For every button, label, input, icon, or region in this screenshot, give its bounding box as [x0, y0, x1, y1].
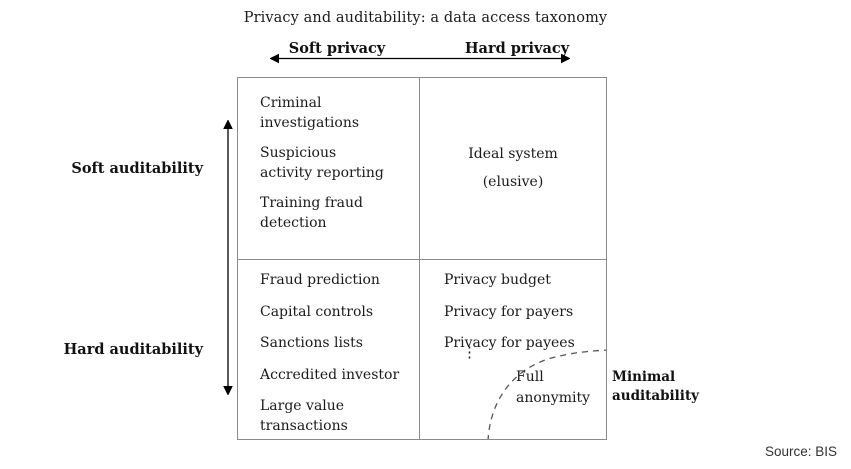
row-header-soft-auditability: Soft auditability: [71, 160, 203, 177]
ideal-system-label: Ideal system: [468, 146, 558, 162]
minimal-auditability-annotation: Minimal auditability: [612, 369, 700, 404]
quadrant-soft-privacy-hard-auditability: Fraud prediction Capital controls Sancti…: [238, 261, 419, 439]
taxonomy-matrix: Criminal investigations Suspicious activ…: [237, 77, 607, 440]
column-header-hard-privacy: Hard privacy: [464, 40, 570, 57]
list-item: Privacy budget: [444, 272, 551, 288]
quadrant-hard-privacy-soft-auditability: Ideal system (elusive): [420, 78, 606, 259]
matrix-divider-horizontal: [238, 259, 606, 261]
matrix-divider-vertical: [419, 78, 421, 439]
list-item: Privacy for payers: [444, 303, 574, 320]
list-item: Criminal investigations: [260, 95, 360, 131]
list-item: Training fraud detection: [260, 195, 363, 231]
list-item: Privacy for payees: [444, 335, 575, 351]
vertical-axis-arrow-icon: [223, 120, 233, 395]
list-item: Sanctions lists: [260, 335, 363, 351]
source-note: Source: BIS: [764, 444, 837, 459]
list-item: Fraud prediction: [260, 272, 380, 288]
row-header-hard-auditability: Hard auditability: [63, 341, 203, 358]
list-item: Suspicious activity reporting: [260, 145, 384, 181]
list-item: Capital controls: [260, 303, 374, 320]
ideal-system-block: Ideal system (elusive): [420, 140, 606, 196]
page-title: Privacy and auditability: a data access …: [243, 10, 608, 26]
column-header-soft-privacy: Soft privacy: [288, 40, 386, 57]
item-list: Criminal investigations Suspicious activ…: [260, 94, 384, 233]
quadrant-hard-privacy-hard-auditability: Privacy budget Privacy for payers Privac…: [420, 261, 606, 439]
horizontal-axis-arrow-icon: [270, 53, 570, 64]
ideal-system-subtitle: (elusive): [482, 174, 544, 190]
vertical-ellipsis-icon: ⋮: [462, 343, 477, 361]
list-item: Large value transactions: [260, 398, 348, 434]
item-list: Privacy budget Privacy for payers Privac…: [444, 271, 575, 366]
quadrant-soft-privacy-soft-auditability: Criminal investigations Suspicious activ…: [238, 78, 419, 259]
item-list: Fraud prediction Capital controls Sancti…: [260, 271, 399, 448]
list-item: Accredited investor: [260, 366, 400, 383]
full-anonymity-label: Full anonymity: [516, 369, 591, 406]
